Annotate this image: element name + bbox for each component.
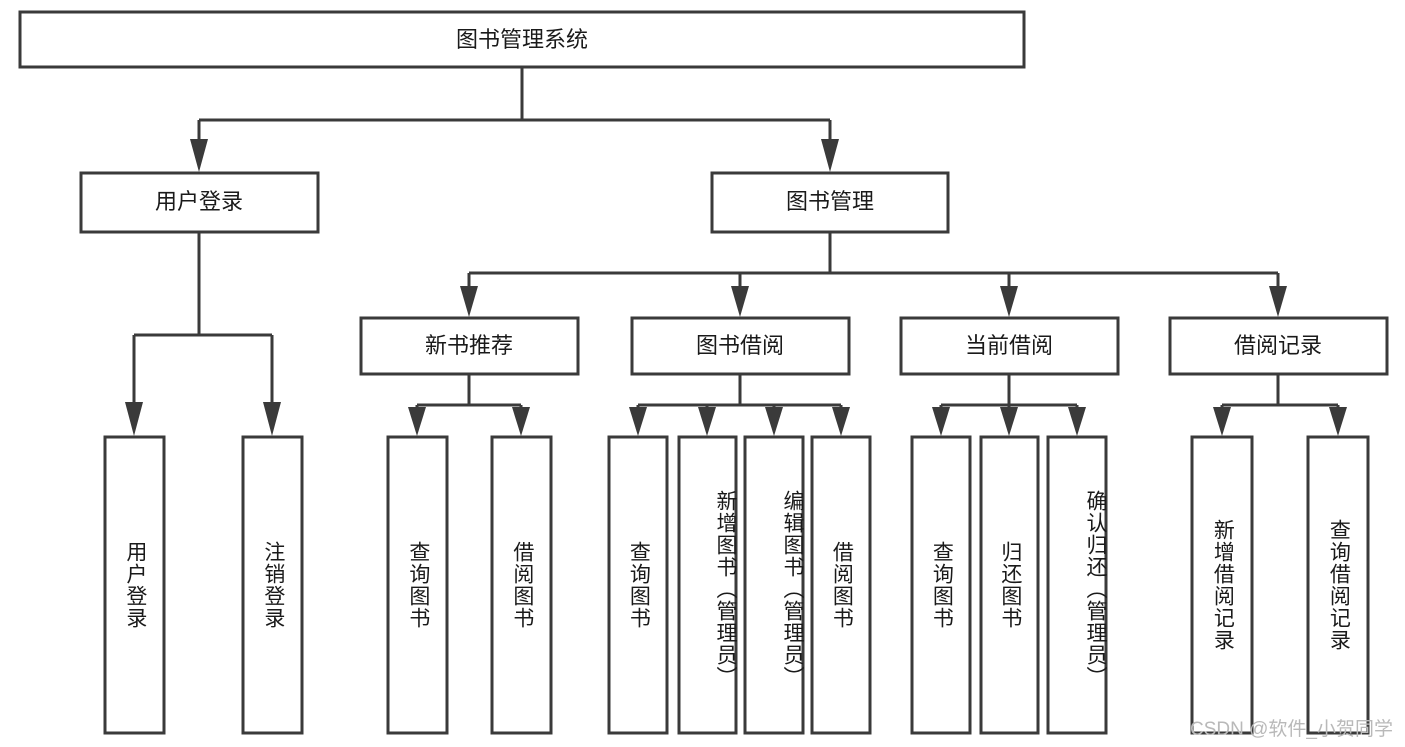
arrow-head-leaf-13: [1329, 407, 1347, 436]
connector-group-book-manage: [460, 232, 1287, 317]
arrow-head-leaf-11: [1068, 407, 1086, 436]
node-box-leaf-10[interactable]: [979, 435, 1040, 735]
node-box-user-login[interactable]: [79, 171, 320, 234]
node-box-leaf-9[interactable]: [910, 435, 972, 735]
node-label-root: 图书管理系统: [456, 27, 588, 52]
connector-group-user-login: [125, 232, 281, 436]
arrow-head-leaf-8: [832, 407, 850, 436]
node-box-current-borrow[interactable]: [899, 316, 1120, 376]
arrow-head-leaf-3: [408, 407, 426, 436]
node-label-borrow-record: 借阅记录: [1234, 333, 1322, 358]
connector-group-borrow-record: [1213, 374, 1347, 436]
arrow-head-leaf-5: [629, 407, 647, 436]
arrow-head-leaf-12: [1213, 407, 1231, 436]
connector-group-new-book-rec: [408, 374, 530, 436]
node-box-leaf-5[interactable]: [607, 435, 669, 735]
node-label-current-borrow: 当前借阅: [965, 333, 1053, 358]
arrow-head-leaf-7: [765, 407, 783, 436]
node-box-book-manage[interactable]: [710, 171, 950, 234]
arrow-head-current-borrow: [1000, 286, 1018, 317]
arrow-head-leaf-6: [698, 407, 716, 436]
node-box-leaf-8[interactable]: [810, 435, 872, 735]
node-box-leaf-6[interactable]: [677, 435, 738, 735]
node-label-user-login: 用户登录: [155, 189, 243, 214]
node-box-leaf-7[interactable]: [743, 435, 805, 735]
node-box-book-borrow[interactable]: [630, 316, 851, 376]
connector-group-book-borrow: [629, 374, 850, 436]
node-box-leaf-13[interactable]: [1306, 435, 1370, 735]
node-box-leaf-11[interactable]: [1046, 435, 1108, 735]
arrow-head-book-borrow: [731, 286, 749, 317]
node-box-root[interactable]: [18, 10, 1026, 69]
arrow-head-leaf-9: [932, 407, 950, 436]
node-box-leaf-4[interactable]: [490, 435, 553, 735]
node-label-book-borrow: 图书借阅: [696, 333, 784, 358]
node-label-book-manage: 图书管理: [786, 189, 874, 214]
node-label-new-book-rec: 新书推荐: [425, 333, 513, 358]
arrow-head-leaf-4: [512, 407, 530, 436]
node-box-borrow-record[interactable]: [1168, 316, 1389, 376]
arrow-head-new-book-rec: [460, 286, 478, 317]
arrow-head-book-manage: [821, 139, 839, 172]
node-box-leaf-3[interactable]: [386, 435, 449, 735]
arrow-head-borrow-record: [1269, 286, 1287, 317]
node-box-leaf-12[interactable]: [1190, 435, 1254, 735]
csdn-watermark: CSDN @软件_小贺同学: [1190, 719, 1393, 740]
arrow-head-leaf-2: [263, 402, 281, 436]
arrow-head-leaf-10: [1000, 407, 1018, 436]
node-box-leaf-2[interactable]: [241, 435, 304, 735]
arrow-head-user-login: [190, 139, 208, 172]
connector-group-root: [190, 67, 839, 172]
connector-group-current-borrow: [932, 374, 1086, 436]
node-box-new-book-rec[interactable]: [359, 316, 580, 376]
node-box-leaf-1[interactable]: [103, 435, 166, 735]
arrow-head-leaf-1: [125, 402, 143, 436]
